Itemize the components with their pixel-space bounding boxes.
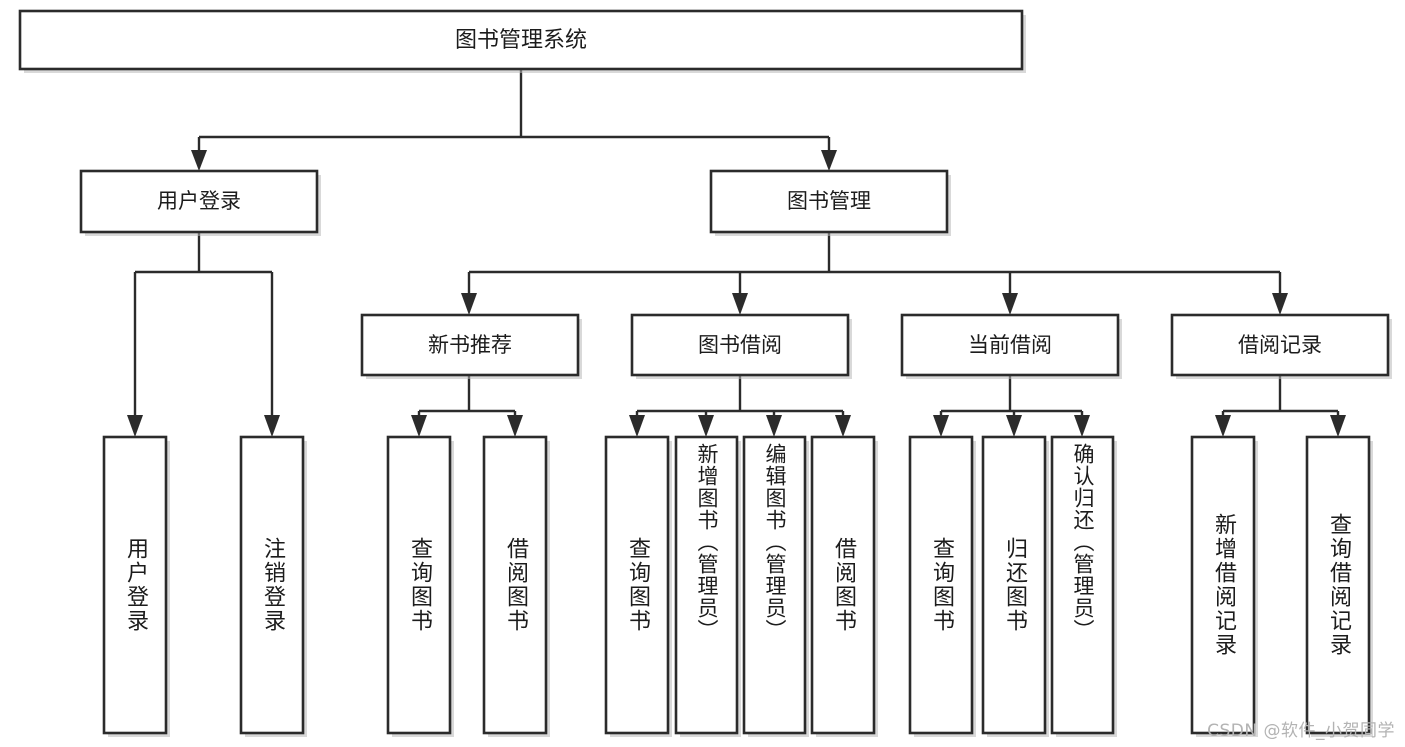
- node-box-q-book-2[interactable]: [604, 435, 670, 735]
- node-box-current-borrow[interactable]: [900, 313, 1120, 377]
- arrow-head-current-borrow: [1002, 293, 1018, 315]
- arrow-head-book-manage: [821, 150, 837, 171]
- node-box-q-book-1[interactable]: [386, 435, 452, 735]
- arrow-head-return-book: [1006, 415, 1022, 437]
- node-box-b-book-1[interactable]: [482, 435, 548, 735]
- node-box-book-borrow[interactable]: [630, 313, 850, 377]
- arrow-head-new-book-rec: [461, 293, 477, 315]
- node-box-new-book-rec[interactable]: [360, 313, 580, 377]
- node-box-return-book[interactable]: [981, 435, 1047, 735]
- arrow-head-add-book: [698, 415, 714, 437]
- watermark-text: CSDN @软件_小贺同学: [1207, 721, 1395, 741]
- node-label-current-borrow: 当前借阅: [968, 333, 1052, 357]
- node-box-confirm-return[interactable]: [1050, 435, 1115, 735]
- arrow-head-b-book-2: [835, 415, 851, 437]
- node-box-edit-book[interactable]: [742, 435, 807, 735]
- arrow-head-borrow-record: [1272, 293, 1288, 315]
- node-layer: 图书管理系统 用户登录 图书管理 新书推荐 图书借阅 当前借阅 借阅记录: [18, 9, 1392, 737]
- node-box-q-book-3[interactable]: [908, 435, 974, 735]
- arrow-head-q-book-2: [629, 415, 645, 437]
- arrow-head-q-book-3: [933, 415, 949, 437]
- arrow-head-user-login: [191, 150, 207, 171]
- node-box-b-book-2[interactable]: [810, 435, 876, 735]
- arrow-head-leaf-user-login: [127, 415, 143, 437]
- arrow-head-edit-book: [766, 415, 782, 437]
- node-label-new-book-rec: 新书推荐: [428, 333, 512, 357]
- node-label-borrow-record: 借阅记录: [1238, 333, 1322, 357]
- arrow-head-b-book-1: [507, 415, 523, 437]
- node-box-leaf-user-logout[interactable]: [239, 435, 305, 735]
- arrow-head-confirm-return: [1074, 415, 1090, 437]
- node-label-book-borrow: 图书借阅: [698, 333, 782, 357]
- arrow-head-q-book-1: [411, 415, 427, 437]
- node-box-book-manage[interactable]: [709, 169, 949, 234]
- arrow-head-add-record: [1215, 415, 1231, 437]
- node-label-user-login: 用户登录: [157, 189, 241, 213]
- node-box-leaf-user-login[interactable]: [102, 435, 168, 735]
- node-box-user-login[interactable]: [79, 169, 319, 234]
- arrow-head-query-record: [1330, 415, 1346, 437]
- node-label-book-manage: 图书管理: [787, 189, 871, 213]
- node-box-query-record[interactable]: [1305, 435, 1371, 735]
- node-label-root: 图书管理系统: [455, 28, 587, 53]
- connector-layer: [127, 69, 1346, 437]
- arrow-head-book-borrow: [732, 293, 748, 315]
- arrow-head-leaf-user-logout: [264, 415, 280, 437]
- node-box-add-book[interactable]: [674, 435, 739, 735]
- node-box-add-record[interactable]: [1190, 435, 1256, 735]
- node-box-borrow-record[interactable]: [1170, 313, 1390, 377]
- node-box-root[interactable]: [18, 9, 1024, 71]
